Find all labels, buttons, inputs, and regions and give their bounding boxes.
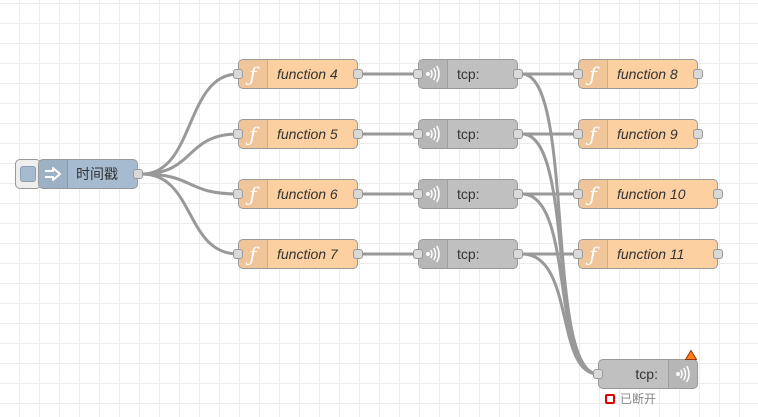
inject-trigger-button[interactable]: [15, 159, 41, 189]
tcp-node-label: tcp:: [457, 126, 480, 142]
function-node-10[interactable]: ƒ function 10: [578, 179, 718, 209]
function-10-input-port[interactable]: [573, 189, 583, 199]
wire-inject-function-5: [140, 132, 240, 176]
function-node-label: function 9: [617, 126, 678, 142]
status-text: 已断开: [620, 392, 657, 406]
wire-inject-function-6: [140, 172, 240, 196]
tcp-2-output-port[interactable]: [513, 129, 523, 139]
tcp-node-label: tcp:: [457, 186, 480, 202]
function-node-6[interactable]: ƒ function 6: [238, 179, 358, 209]
function-icon: ƒ: [239, 60, 268, 88]
tcp-3-input-port[interactable]: [413, 189, 423, 199]
function-10-output-port[interactable]: [713, 189, 723, 199]
tcp-request-node-2[interactable]: tcp:: [418, 119, 518, 149]
function-node-4[interactable]: ƒ function 4: [238, 59, 358, 89]
inject-trigger-button-face: [20, 166, 36, 182]
function-node-7[interactable]: ƒ function 7: [238, 239, 358, 269]
function-icon: ƒ: [579, 120, 608, 148]
function-node-label: function 6: [277, 186, 338, 202]
wire-tcp-4-tcp-out: [520, 252, 600, 376]
network-icon: [668, 360, 697, 388]
wire-inject-function-4: [140, 72, 240, 176]
function-node-5[interactable]: ƒ function 5: [238, 119, 358, 149]
function-node-label: function 7: [277, 246, 338, 262]
function-node-11[interactable]: ƒ function 11: [578, 239, 718, 269]
tcp-request-node-1[interactable]: tcp:: [418, 59, 518, 89]
function-icon: ƒ: [579, 180, 608, 208]
tcp-out-status: 已断开: [605, 390, 656, 407]
function-9-output-port[interactable]: [693, 129, 703, 139]
function-node-label: function 5: [277, 126, 338, 142]
function-4-output-port[interactable]: [353, 69, 363, 79]
tcp-out-label: tcp:: [635, 366, 658, 382]
tcp-node-label: tcp:: [457, 66, 480, 82]
tcp-out-input-port[interactable]: [593, 369, 603, 379]
tcp-node-label: tcp:: [457, 246, 480, 262]
function-4-input-port[interactable]: [233, 69, 243, 79]
tcp-2-input-port[interactable]: [413, 129, 423, 139]
function-7-input-port[interactable]: [233, 249, 243, 259]
network-icon: [419, 120, 448, 148]
tcp-4-input-port[interactable]: [413, 249, 423, 259]
network-icon: [419, 60, 448, 88]
function-8-output-port[interactable]: [693, 69, 703, 79]
tcp-out-node[interactable]: tcp:: [598, 359, 698, 389]
inject-output-port[interactable]: [133, 169, 143, 179]
function-icon: ƒ: [579, 240, 608, 268]
function-11-input-port[interactable]: [573, 249, 583, 259]
function-node-label: function 4: [277, 66, 338, 82]
function-icon: ƒ: [239, 180, 268, 208]
function-8-input-port[interactable]: [573, 69, 583, 79]
tcp-1-output-port[interactable]: [513, 69, 523, 79]
tcp-3-output-port[interactable]: [513, 189, 523, 199]
function-9-input-port[interactable]: [573, 129, 583, 139]
arrow-right-icon: [39, 160, 68, 188]
tcp-1-input-port[interactable]: [413, 69, 423, 79]
function-icon: ƒ: [579, 60, 608, 88]
tcp-request-node-3[interactable]: tcp:: [418, 179, 518, 209]
function-5-output-port[interactable]: [353, 129, 363, 139]
function-icon: ƒ: [239, 120, 268, 148]
function-node-9[interactable]: ƒ function 9: [578, 119, 698, 149]
warning-triangle-icon: [685, 350, 697, 360]
function-node-8[interactable]: ƒ function 8: [578, 59, 698, 89]
function-7-output-port[interactable]: [353, 249, 363, 259]
wire-tcp-3-tcp-out: [520, 192, 600, 376]
status-ring-icon: [605, 393, 615, 404]
tcp-request-node-4[interactable]: tcp:: [418, 239, 518, 269]
tcp-4-output-port[interactable]: [513, 249, 523, 259]
function-11-output-port[interactable]: [713, 249, 723, 259]
function-node-label: function 8: [617, 66, 678, 82]
inject-node-label: 时间戳: [76, 166, 118, 182]
function-6-output-port[interactable]: [353, 189, 363, 199]
wire-inject-function-7: [140, 172, 240, 256]
inject-node[interactable]: 时间戳: [38, 159, 138, 189]
function-node-label: function 11: [617, 246, 685, 262]
network-icon: [419, 240, 448, 268]
network-icon: [419, 180, 448, 208]
function-node-label: function 10: [617, 186, 686, 202]
function-icon: ƒ: [239, 240, 268, 268]
function-5-input-port[interactable]: [233, 129, 243, 139]
function-6-input-port[interactable]: [233, 189, 243, 199]
